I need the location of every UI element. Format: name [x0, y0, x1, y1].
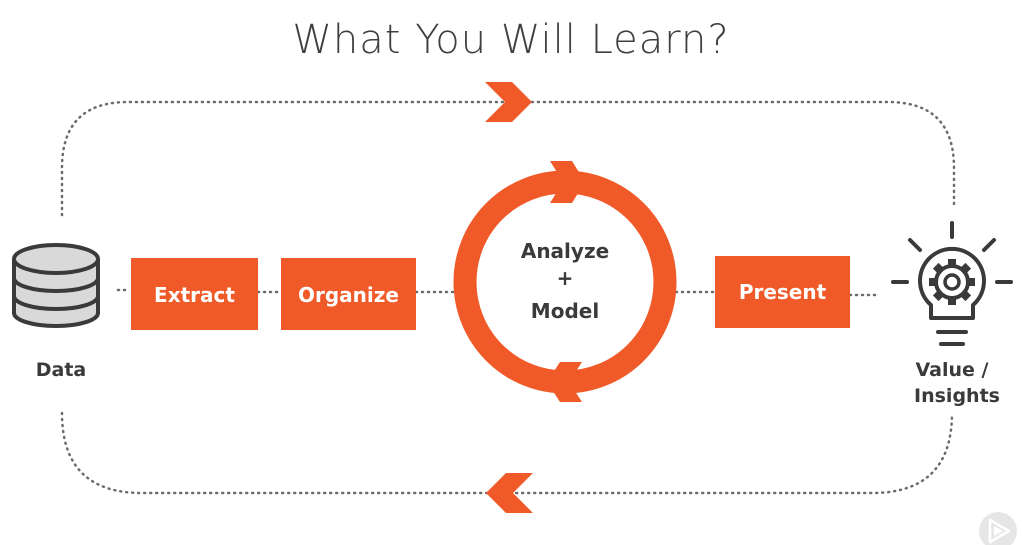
lightbulb-gear-icon	[891, 221, 1013, 346]
cycle-arrow-top-icon	[550, 161, 585, 203]
analyze-model-cycle: Analyze + Model	[453, 161, 677, 402]
organize-step: Organize	[281, 258, 416, 330]
extract-label: Extract	[154, 283, 235, 307]
plus-label: +	[557, 266, 574, 290]
extract-step: Extract	[131, 258, 258, 330]
present-label: Present	[739, 280, 827, 304]
present-step: Present	[715, 256, 850, 328]
cycle-arrow-bottom-icon	[547, 362, 582, 402]
left-chevron-icon	[486, 473, 533, 513]
page-title: What You Will Learn?	[292, 17, 729, 63]
organize-label: Organize	[298, 283, 399, 307]
right-chevron-icon	[485, 82, 532, 122]
database-icon	[12, 243, 100, 328]
bottom-loop-connector	[60, 411, 954, 495]
analyze-label: Analyze	[521, 239, 609, 263]
data-label: Data	[36, 359, 87, 381]
play-logo-icon	[979, 512, 1017, 545]
value-label: Value /	[916, 359, 989, 381]
insights-label: Insights	[914, 385, 1000, 407]
model-label: Model	[531, 299, 599, 323]
